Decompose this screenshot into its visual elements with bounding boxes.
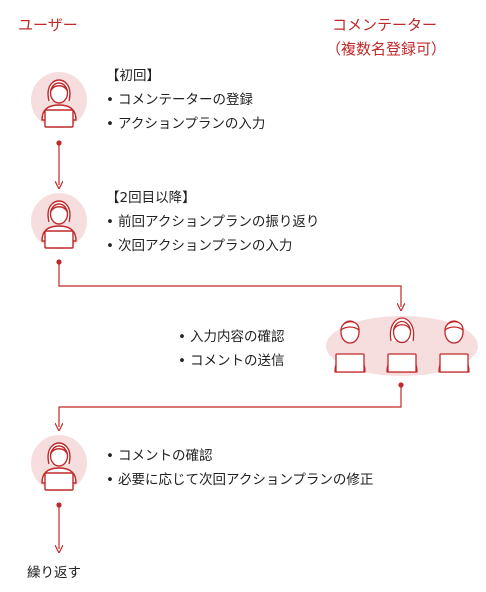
step3-text: 入力内容の確認 コメントの送信 <box>178 325 285 373</box>
step3-item: 入力内容の確認 <box>178 325 285 349</box>
user-icon <box>31 72 87 128</box>
arrow-commentators-to-step4 <box>59 382 404 427</box>
user-icon <box>31 435 87 491</box>
commentator-group-icon <box>326 316 478 376</box>
commentator-header: コメンテーター <box>332 16 438 34</box>
step1-text: 【初回】 コメンテーターの登録 アクションプランの入力 <box>106 64 265 136</box>
commentator-person-icon <box>438 320 470 373</box>
step3-item: コメントの送信 <box>178 349 285 373</box>
step1-item: アクションプランの入力 <box>106 112 265 136</box>
commentator-person-icon <box>386 317 418 373</box>
step4-item: コメントの確認 <box>106 444 373 468</box>
commentator-person-icon <box>334 320 366 373</box>
repeat-label: 繰り返す <box>27 565 81 581</box>
step2-title: 【2回目以降】 <box>106 190 196 206</box>
user-icon <box>31 193 87 249</box>
arrow-step4-to-repeat <box>56 502 61 549</box>
arrow-step2-to-commentators <box>56 259 401 307</box>
user-header: ユーザー <box>18 16 78 34</box>
step4-item: 必要に応じて次回アクションプランの修正 <box>106 468 373 492</box>
step1-item: コメンテーターの登録 <box>106 88 265 112</box>
step2-item: 次回アクションプランの入力 <box>106 234 319 258</box>
step4-text: コメントの確認 必要に応じて次回アクションプランの修正 <box>106 444 373 492</box>
commentator-subheader: （複数名登録可） <box>326 40 447 58</box>
step1-title: 【初回】 <box>106 68 160 84</box>
step2-text: 【2回目以降】 前回アクションプランの振り返り 次回アクションプランの入力 <box>106 186 319 258</box>
step2-item: 前回アクションプランの振り返り <box>106 210 319 234</box>
arrow-step1-to-step2 <box>56 140 61 185</box>
